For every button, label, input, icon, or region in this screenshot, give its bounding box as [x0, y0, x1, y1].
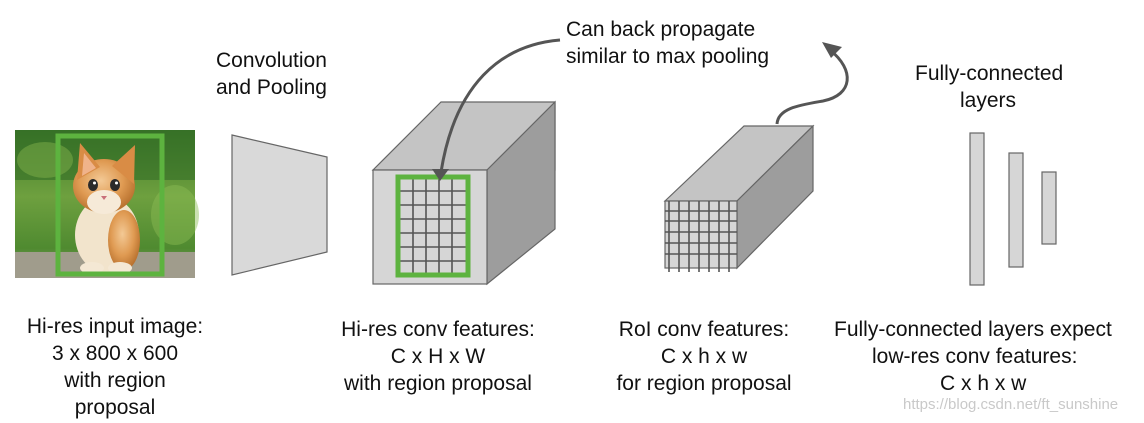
- roi-block-front: [664, 200, 738, 269]
- roi-grid: [665, 201, 737, 272]
- fc-layers: [969, 132, 1057, 286]
- input-image: [15, 130, 199, 278]
- conv-feature-block: [371, 100, 556, 286]
- conv-proposal-grid: [399, 178, 467, 274]
- fc-layer-1: [969, 132, 985, 286]
- arrowhead-up-icon: [822, 42, 842, 58]
- roi-feature-block: [663, 124, 815, 272]
- backprop-arrow: [439, 38, 849, 173]
- watermark: https://blog.csdn.net/ft_sunshine: [903, 396, 1119, 413]
- conv-proposal-box: [395, 174, 471, 278]
- arrowhead-down-icon: [432, 169, 449, 181]
- kitten-icon: [73, 143, 140, 274]
- fc-layer-3: [1041, 171, 1057, 245]
- backprop-label: Can back propagate similar to max poolin…: [566, 18, 770, 68]
- fc-caption: Fully-connected layers expect low-res co…: [834, 318, 1112, 395]
- conv-pool-trapezoid: [231, 134, 328, 276]
- input-caption: Hi-res input image: 3 x 800 x 600 with r…: [26, 315, 204, 419]
- roi-caption: RoI conv features: C x h x w for region …: [616, 318, 792, 395]
- fc-layer-2: [1008, 152, 1024, 268]
- fc-title-label: Fully-connected layers: [915, 62, 1064, 112]
- conv-pool-label: Convolution and Pooling: [216, 49, 327, 99]
- region-proposal-box: [55, 133, 165, 277]
- conv-caption: Hi-res conv features: C x H x W with reg…: [341, 318, 535, 395]
